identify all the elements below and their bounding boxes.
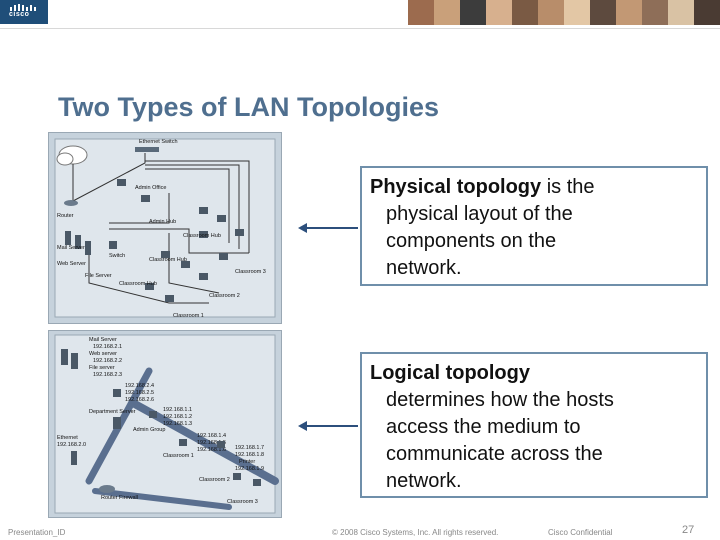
photo-strip [408, 0, 720, 25]
header-photo-tile [460, 0, 486, 25]
logical-topology-figure: Mail Server 192.168.2.1 Web server 192.1… [48, 330, 282, 518]
keyword-physical-topology: Physical topology [370, 176, 542, 198]
header-photo-tile [564, 0, 590, 25]
header-photo-tile [408, 0, 434, 25]
callout-line: network. [386, 470, 462, 492]
header-photo-tile [486, 0, 512, 25]
label-web-ip: 192.168.2.2 [93, 358, 122, 364]
arrow-left-icon [298, 421, 358, 431]
callout-line: network. [386, 257, 462, 279]
header-photo-tile [616, 0, 642, 25]
label-mail-server: Mail Server [57, 245, 85, 251]
label-classroom-hub-b: Classroom Hub [149, 257, 187, 263]
footer-copyright: © 2008 Cisco Systems, Inc. All rights re… [332, 528, 499, 537]
label-file-server: File Server [85, 273, 112, 279]
physical-topology-callout: Physical topology is the physical layout… [360, 166, 708, 286]
label-ethernet-ip: 192.168.2.0 [57, 442, 86, 448]
label-ip-1-1: 192.168.1.1 [163, 407, 192, 413]
label-classroom-1: Classroom 1 [173, 313, 204, 319]
label-ip-printer: 192.168.1.9 [235, 466, 264, 472]
header-photo-tile [694, 0, 720, 25]
label-classroom-3: Classroom 3 [235, 269, 266, 275]
label-admin-office: Admin Office [135, 185, 166, 191]
label-mail-ip: 192.168.2.1 [93, 344, 122, 350]
footer-confidential: Cisco Confidential [548, 528, 613, 537]
callout-line: access the medium to [386, 416, 581, 438]
cisco-bars-icon [10, 4, 36, 11]
label-classroom-2: Classroom 2 [199, 477, 230, 483]
label-printer: Printer [239, 459, 255, 465]
callout-line: determines how the hosts [386, 389, 614, 411]
label-ip-1-3: 192.168.1.3 [163, 421, 192, 427]
header-photo-tile [512, 0, 538, 25]
physical-topology-figure: Ethernet Switch Router Admin Office Admi… [48, 132, 282, 324]
label-router: Router [57, 213, 74, 219]
header-photo-tile [538, 0, 564, 25]
callout-first-line: Physical topology is the [370, 174, 698, 201]
callout-line: communicate across the [386, 443, 603, 465]
label-ip-1-7: 192.168.1.7 [235, 445, 264, 451]
label-switch: Switch [109, 253, 125, 259]
label-mail-server: Mail Server [89, 337, 117, 343]
slide-title: Two Types of LAN Topologies [58, 92, 439, 122]
callout-line: components on the [386, 230, 557, 252]
header-photo-tile [642, 0, 668, 25]
logo-text: cisco [9, 11, 30, 18]
label-classroom-hub-a: Classroom Hub [183, 233, 221, 239]
label-ip-2-6: 192.168.2.6 [125, 397, 154, 403]
cisco-logo: cisco [0, 0, 48, 24]
header-photo-tile [590, 0, 616, 25]
label-ip-2-4: 192.168.2.4 [125, 383, 154, 389]
label-ip-1-6: 192.168.1.6 [197, 447, 226, 453]
label-file-ip: 192.168.2.3 [93, 372, 122, 378]
label-admin-hub: Admin Hub [149, 219, 176, 225]
label-admin-group: Admin Group [133, 427, 165, 433]
label-classroom-1: Classroom 1 [163, 453, 194, 459]
label-ethernet-switch: Ethernet Switch [139, 139, 178, 145]
logical-topology-callout: Logical topology determines how the host… [360, 352, 708, 498]
header-banner: cisco [0, 0, 720, 29]
router-icon [99, 485, 115, 493]
label-web-server: Web Server [57, 261, 86, 267]
header-photo-tile [434, 0, 460, 25]
header-photo-tile [668, 0, 694, 25]
label-ip-1-4: 192.168.1.4 [197, 433, 226, 439]
callout-line: physical layout of the [386, 203, 573, 225]
page-number: 27 [682, 524, 695, 536]
label-ip-1-8: 192.168.1.8 [235, 452, 264, 458]
label-classroom-3: Classroom 3 [227, 499, 258, 505]
label-department-server: Department Server [89, 409, 136, 415]
callout-text: is the [541, 176, 595, 198]
label-classroom-2: Classroom 2 [209, 293, 240, 299]
keyword-logical-topology: Logical topology [370, 362, 530, 384]
arrow-left-icon [298, 223, 358, 233]
footer-presentation-id: Presentation_ID [8, 528, 66, 537]
label-file-server: File server [89, 365, 115, 371]
internet-cloud-icon [56, 145, 88, 166]
label-ip-2-5: 192.168.2.5 [125, 390, 154, 396]
label-web-server: Web server [89, 351, 117, 357]
label-ethernet: Ethernet [57, 435, 78, 441]
label-ip-1-5: 192.168.1.5 [197, 440, 226, 446]
label-classroom-hub-c: Classroom Hub [119, 281, 157, 287]
label-ip-1-2: 192.168.1.2 [163, 414, 192, 420]
label-router-firewall: Router Firewall [101, 495, 138, 501]
